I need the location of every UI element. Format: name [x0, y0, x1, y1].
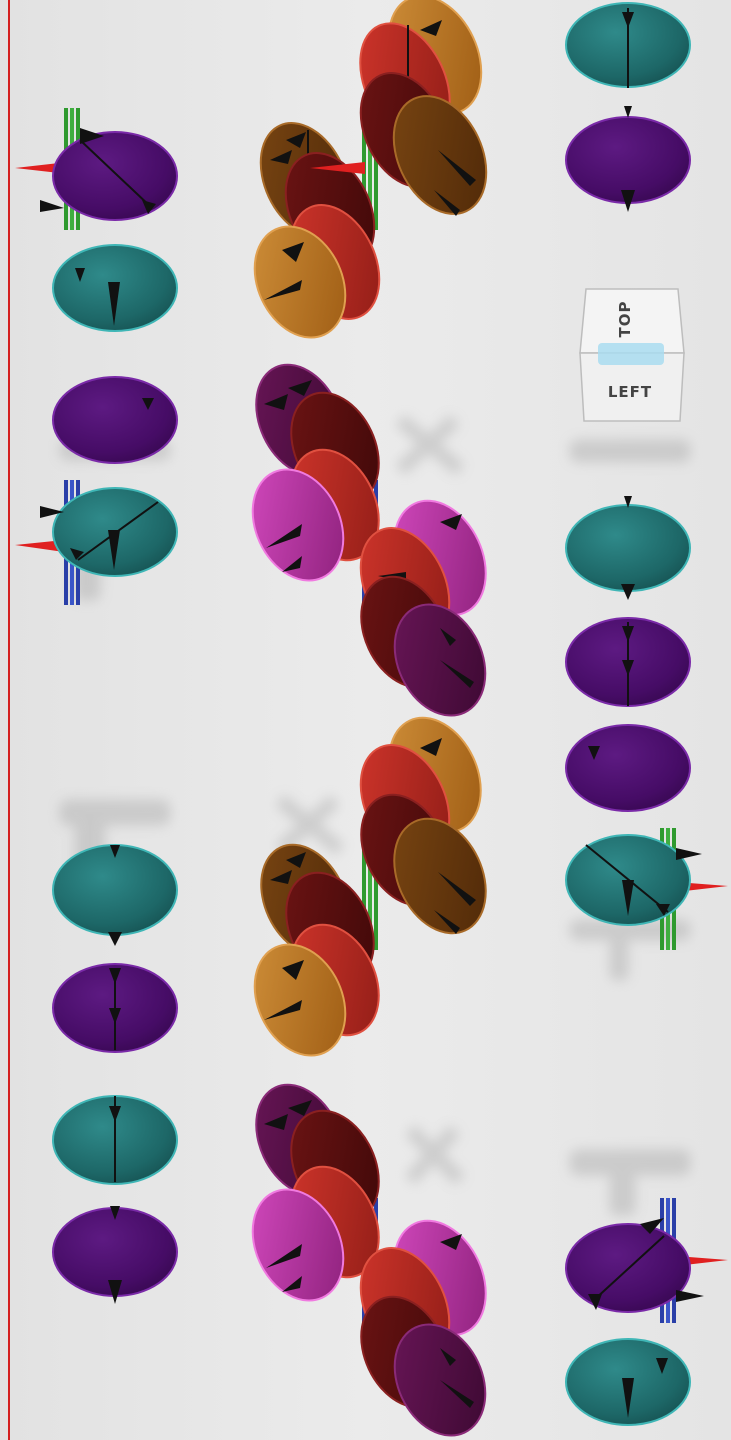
navigation-cube-icon[interactable]: TOP LEFT [572, 285, 688, 425]
left-column-parts[interactable] [15, 108, 177, 1304]
purple-disc[interactable] [566, 725, 690, 811]
right-column-parts[interactable] [566, 3, 728, 1425]
purple-disc[interactable] [53, 377, 177, 463]
disc-cluster-magenta[interactable] [235, 1071, 503, 1440]
disc-cluster-magenta[interactable] [235, 351, 503, 731]
teal-disc[interactable] [566, 505, 690, 591]
teal-disc[interactable] [53, 845, 177, 935]
disc-cluster-orange[interactable] [237, 0, 504, 352]
viewcube-top-label: TOP [616, 301, 634, 338]
purple-disc[interactable] [53, 132, 177, 220]
disc-cluster-orange[interactable] [237, 703, 503, 1070]
viewcube-left-label: LEFT [608, 383, 652, 401]
viewcube-highlight [598, 343, 664, 365]
